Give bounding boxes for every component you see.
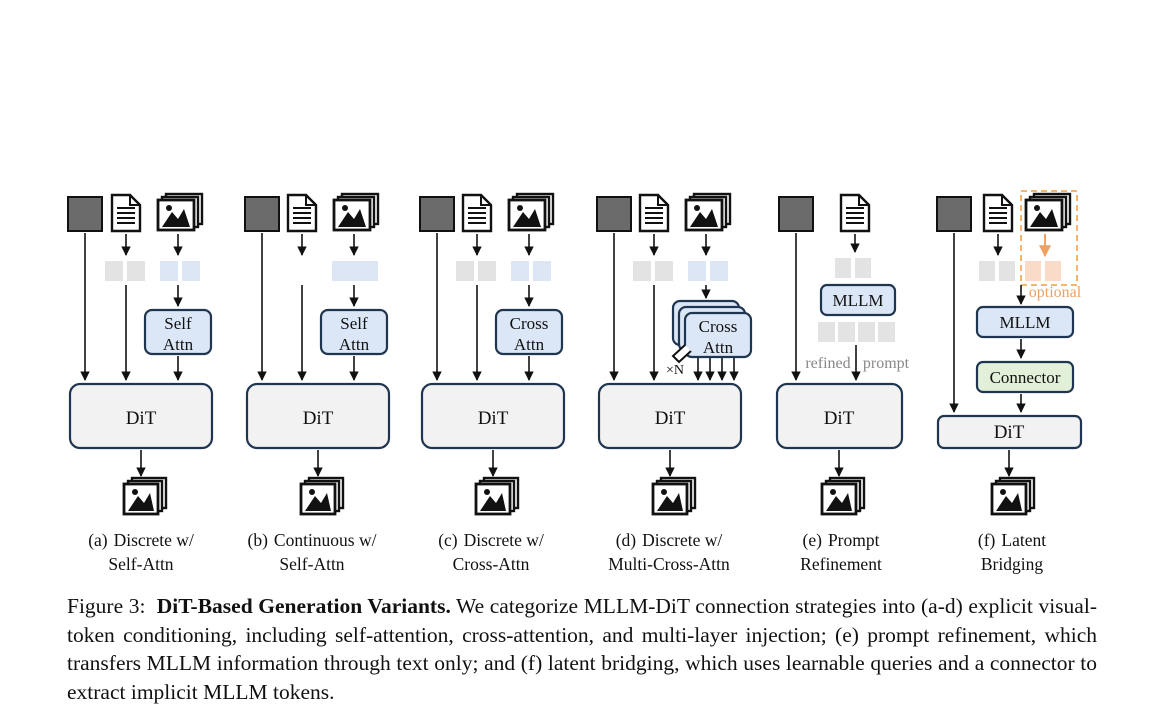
mllm-block — [975, 305, 1075, 339]
text-token — [478, 261, 496, 281]
caption-panel-c: (c)Discrete w/Cross-Attn — [438, 530, 544, 574]
connector-label: Connector — [990, 368, 1061, 387]
visual-token — [160, 261, 178, 281]
visual-token — [688, 261, 706, 281]
mllm-label: MLLM — [1000, 313, 1051, 332]
optional-region — [1020, 190, 1078, 286]
figure-label: Figure 3: — [67, 594, 146, 618]
text-document-icon — [982, 193, 1014, 233]
caption-panel-a: (a)Discrete w/Self-Attn — [88, 530, 194, 574]
text-document-icon — [461, 193, 493, 233]
attention-label: Attn — [514, 335, 545, 354]
refined-token — [878, 322, 895, 342]
text-token — [655, 261, 673, 281]
attention-label: Attn — [163, 335, 194, 354]
connector-block — [975, 360, 1075, 394]
dit-block — [420, 382, 566, 450]
dit-label: DiT — [478, 408, 509, 429]
image-stack-icon — [990, 476, 1036, 516]
optional-visual-token — [1045, 261, 1061, 281]
image-stack-icon — [684, 192, 732, 232]
image-stack-icon — [332, 192, 380, 232]
text-document-icon — [638, 193, 670, 233]
text-document-icon — [110, 193, 142, 233]
attention-block — [143, 308, 213, 356]
dit-label: DiT — [824, 408, 855, 429]
image-stack-icon — [507, 192, 555, 232]
text-token — [456, 261, 474, 281]
attention-label: Self — [340, 314, 368, 333]
latent-noise-square — [244, 196, 280, 232]
multiplier-label: ×N — [666, 363, 684, 378]
caption-panel-d: (d)Discrete w/Multi-Cross-Attn — [608, 530, 730, 574]
dit-label: DiT — [655, 408, 686, 429]
image-stack-icon — [299, 476, 345, 516]
text-token — [999, 261, 1015, 281]
latent-noise-square — [936, 196, 972, 232]
dit-block — [936, 414, 1083, 450]
image-stack-icon — [651, 476, 697, 516]
text-token — [855, 258, 871, 278]
figure-caption: Figure 3: DiT-Based Generation Variants.… — [67, 592, 1097, 706]
text-document-icon — [286, 193, 318, 233]
dit-block — [245, 382, 391, 450]
refined-token — [838, 322, 855, 342]
text-token — [979, 261, 995, 281]
image-stack-icon — [820, 476, 866, 516]
image-stack-icon — [122, 476, 168, 516]
refined-token — [858, 322, 875, 342]
attention-label: Attn — [339, 335, 370, 354]
visual-token — [710, 261, 728, 281]
text-token — [835, 258, 851, 278]
attention-label: Self — [164, 314, 192, 333]
visual-token — [182, 261, 200, 281]
mllm-block — [819, 283, 897, 317]
attention-block-stack-front — [683, 311, 753, 359]
text-document-icon — [839, 193, 871, 233]
prompt-label: prompt — [863, 355, 910, 372]
attention-label: Cross — [699, 317, 738, 336]
latent-noise-square — [778, 196, 814, 232]
latent-noise-square — [596, 196, 632, 232]
visual-token — [533, 261, 551, 281]
caption-panel-b: (b)Continuous w/Self-Attn — [247, 530, 377, 574]
optional-visual-token — [1025, 261, 1041, 281]
text-token — [633, 261, 651, 281]
figure-body: We categorize MLLM-DiT connection strate… — [67, 594, 1097, 704]
attention-block — [494, 308, 564, 356]
dit-block — [775, 382, 904, 450]
mllm-label: MLLM — [833, 291, 884, 310]
text-token — [105, 261, 123, 281]
refined-label: refined — [805, 355, 850, 372]
optional-label: optional — [1029, 284, 1082, 301]
continuous-visual-token — [332, 261, 378, 281]
attention-label: Cross — [510, 314, 549, 333]
dit-label: DiT — [994, 422, 1025, 443]
multi-layer-bracket — [671, 344, 692, 364]
dit-block — [68, 382, 214, 450]
dit-label: DiT — [126, 408, 157, 429]
image-stack-icon — [156, 192, 204, 232]
latent-noise-square — [67, 196, 103, 232]
image-stack-icon — [1024, 192, 1072, 232]
attention-block — [319, 308, 389, 356]
dit-block — [597, 382, 743, 450]
latent-noise-square — [419, 196, 455, 232]
text-token — [127, 261, 145, 281]
dit-label: DiT — [303, 408, 334, 429]
figure-title: DiT-Based Generation Variants. — [156, 594, 451, 618]
refined-token — [818, 322, 835, 342]
visual-token — [511, 261, 529, 281]
attention-label: Attn — [703, 338, 734, 357]
image-stack-icon — [474, 476, 520, 516]
